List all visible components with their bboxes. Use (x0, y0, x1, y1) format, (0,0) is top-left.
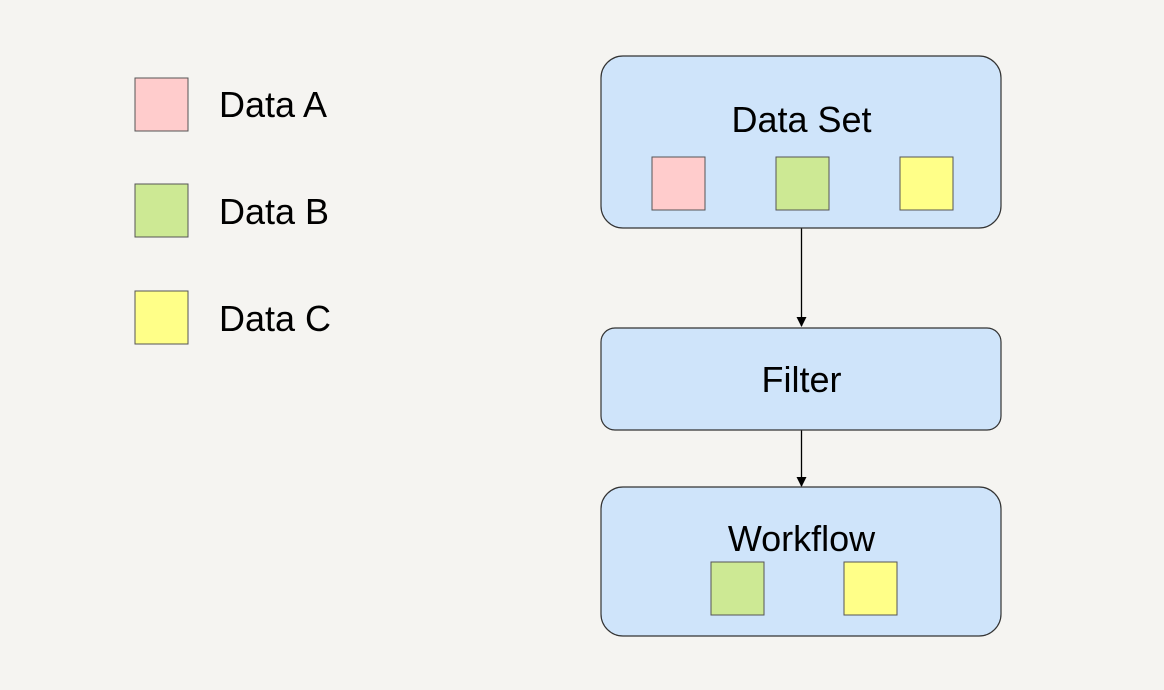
legend-item-data-b: Data B (134, 183, 329, 238)
workflow-item-data-c (843, 561, 898, 616)
legend-swatch-data-c (134, 290, 189, 345)
node-dataset[interactable]: Data Set (600, 55, 1002, 229)
dataset-label: Data Set (731, 99, 871, 140)
legend-label-data-c: Data C (219, 298, 331, 339)
legend: Data A Data B Data C (134, 77, 331, 345)
filter-box (600, 327, 1002, 431)
workflow-box (600, 486, 1002, 637)
dataset-item-data-a (651, 156, 706, 211)
node-filter[interactable]: Filter (600, 327, 1002, 431)
dataset-item-data-b (775, 156, 830, 211)
legend-swatch-data-a (134, 77, 189, 132)
dataset-item-data-c (899, 156, 954, 211)
filter-label: Filter (762, 359, 842, 400)
workflow-label: Workflow (728, 518, 876, 559)
legend-item-data-c: Data C (134, 290, 331, 345)
node-workflow[interactable]: Workflow (600, 486, 1002, 637)
workflow-item-data-b (710, 561, 765, 616)
legend-item-data-a: Data A (134, 77, 327, 132)
legend-swatch-data-b (134, 183, 189, 238)
legend-label-data-b: Data B (219, 191, 329, 232)
legend-label-data-a: Data A (219, 84, 327, 125)
